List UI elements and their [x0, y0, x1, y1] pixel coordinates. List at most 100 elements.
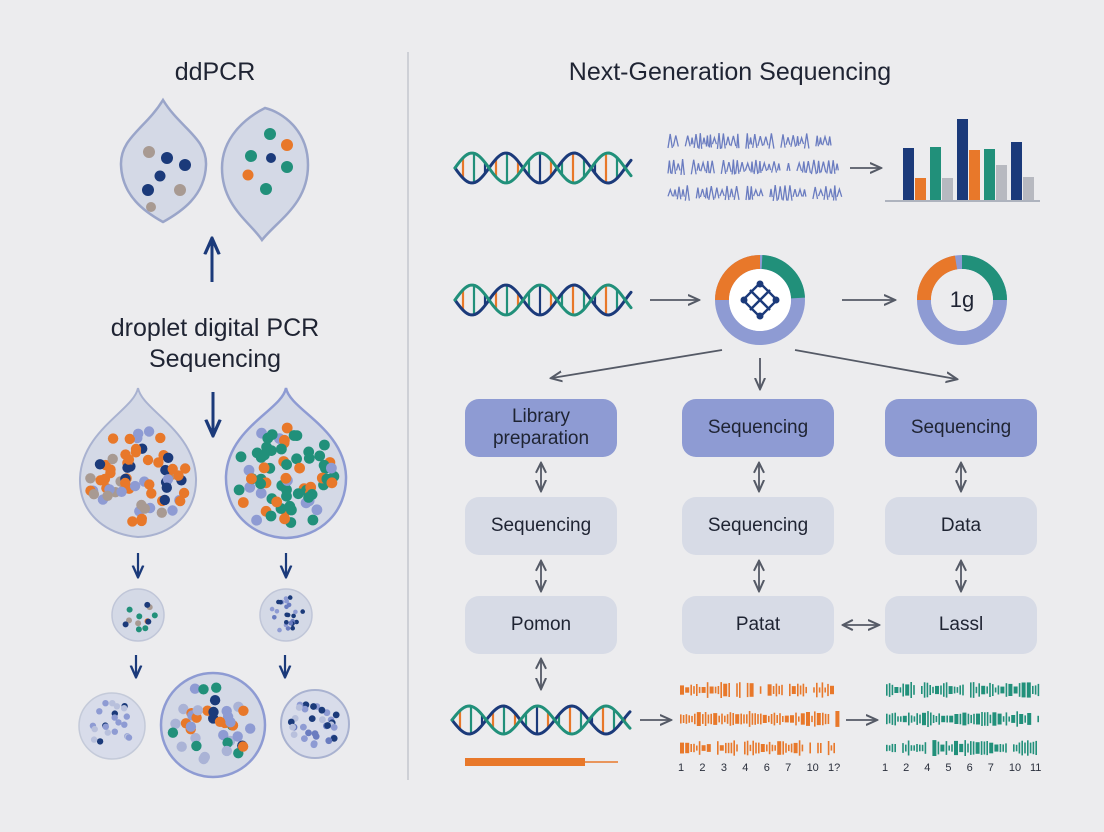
droplet-dot — [288, 430, 300, 441]
read-glyph — [758, 161, 762, 173]
trace-peak — [772, 686, 775, 694]
trace-peak — [981, 685, 986, 695]
trace-peak — [748, 711, 751, 727]
droplet-dot — [326, 477, 338, 489]
trace-peak — [967, 713, 970, 725]
trace-peak — [989, 682, 991, 697]
read-glyph — [705, 135, 710, 147]
droplet-dot — [90, 736, 98, 743]
trace-peak — [1032, 741, 1035, 755]
trace-peak — [685, 714, 688, 724]
trace-peak — [771, 744, 774, 752]
trace-peak — [757, 714, 759, 724]
droplet-dot — [96, 708, 103, 715]
trace-peak — [900, 716, 902, 722]
read-glyph — [761, 160, 768, 172]
trace-peak — [690, 684, 692, 696]
droplet-dot — [330, 724, 338, 731]
droplet-dot — [113, 703, 121, 710]
droplet-dot — [284, 620, 289, 625]
trace-peak — [751, 713, 754, 725]
trace-peak — [778, 685, 780, 695]
trace-peak — [1011, 715, 1016, 723]
trace-peak — [1008, 683, 1013, 696]
droplet-dot — [258, 462, 270, 474]
read-glyph — [821, 134, 829, 146]
trace-peak — [1034, 685, 1037, 695]
droplet-dot — [208, 706, 219, 718]
droplet-dot — [161, 482, 172, 493]
trace-tick-label: 7 — [987, 762, 994, 774]
trace-peak — [1026, 682, 1031, 698]
droplet-dot — [144, 479, 155, 490]
trace-peak — [894, 687, 899, 693]
droplet-dot — [280, 472, 292, 484]
trace-peak — [688, 715, 690, 723]
trace-peak — [719, 745, 724, 751]
trace-peak — [930, 712, 932, 726]
read-glyph — [698, 133, 703, 149]
droplet-dot — [287, 718, 295, 726]
trace-peak — [886, 713, 888, 725]
read-glyph — [769, 188, 773, 198]
trace-peak — [959, 685, 961, 695]
trace-peak — [932, 740, 937, 756]
droplet-dot — [130, 443, 142, 455]
droplet-dot — [271, 496, 283, 508]
read-glyph — [799, 135, 805, 145]
droplet-dot — [155, 432, 166, 444]
droplet-dot — [218, 729, 229, 741]
trace-tick-label: 5 — [945, 762, 952, 774]
trace-peak — [758, 742, 760, 754]
helix-strand — [450, 704, 632, 736]
droplet-dot — [294, 462, 305, 474]
trace-peak — [970, 682, 972, 698]
droplet-dot — [120, 477, 131, 489]
droplet-dot — [307, 514, 319, 526]
read-glyph — [690, 159, 697, 175]
droplet-dot — [300, 723, 307, 731]
trace-peak — [951, 744, 953, 752]
droplet-dot — [142, 625, 149, 632]
droplet-dot — [135, 620, 142, 627]
read-glyph — [810, 159, 817, 175]
trace-peak — [978, 683, 980, 697]
droplet-dot — [238, 705, 249, 716]
droplet-dot — [111, 714, 118, 721]
trace-peak — [824, 713, 827, 725]
trace-peak — [932, 714, 935, 723]
trace-peak — [935, 716, 938, 723]
trace-peak — [733, 740, 735, 756]
trace-peak — [980, 741, 983, 755]
trace-peak — [680, 742, 684, 754]
trace-peak — [948, 686, 953, 694]
trace-peak — [723, 683, 728, 697]
trace-peak — [680, 685, 684, 695]
read-glyph — [818, 137, 823, 145]
read-glyph — [739, 162, 745, 172]
read-glyph — [826, 160, 832, 174]
droplet-dot — [283, 596, 289, 601]
droplet-dot — [291, 613, 296, 619]
sequencing-box-mid-mid: Sequencing — [682, 497, 834, 555]
droplet-dot — [332, 711, 340, 719]
trace-peak — [696, 745, 698, 751]
trace-peak — [782, 716, 784, 722]
sequence-reads-top — [667, 133, 843, 201]
trace-tick-label: 10 — [806, 762, 819, 774]
trace-peak — [1035, 740, 1037, 755]
droplet-dot — [102, 723, 110, 730]
droplet-dot — [318, 706, 326, 714]
trace-peak — [1021, 682, 1026, 698]
trace-peak — [694, 713, 696, 725]
trace-peak — [943, 683, 945, 697]
droplet-dot — [123, 454, 135, 465]
droplet-dot — [237, 741, 249, 752]
droplet-dot — [170, 718, 181, 729]
trace-peak — [916, 744, 918, 752]
droplet-dot — [135, 626, 142, 633]
droplet-dot — [269, 606, 275, 612]
droplet-dot — [305, 729, 312, 737]
droplet-dot — [107, 433, 119, 444]
